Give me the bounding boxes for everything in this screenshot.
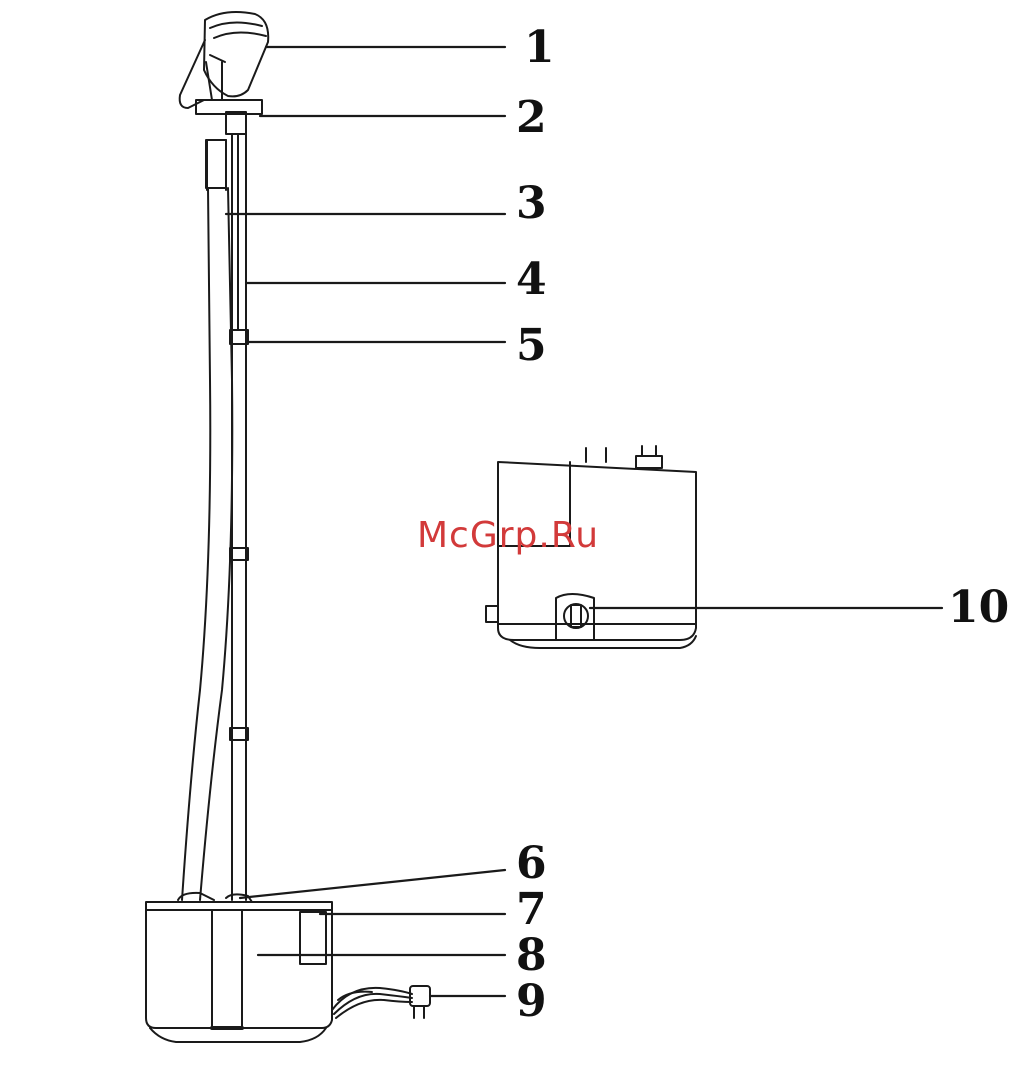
callout-9: 9 <box>516 980 547 1024</box>
steam-hose <box>182 140 232 900</box>
callout-1: 1 <box>524 26 555 70</box>
leader-line <box>240 870 505 898</box>
power-cord <box>332 986 430 1018</box>
telescopic-pole <box>230 134 248 900</box>
callout-10: 10 <box>948 586 1009 630</box>
callout-6: 6 <box>516 842 547 886</box>
watermark: McGrp.Ru <box>417 515 599 556</box>
callout-3: 3 <box>516 182 547 226</box>
callout-5: 5 <box>516 324 547 368</box>
callout-2: 2 <box>516 96 547 140</box>
steam-head <box>180 12 269 108</box>
base-unit <box>146 893 332 1042</box>
callout-8: 8 <box>516 934 547 978</box>
callout-7: 7 <box>516 888 547 932</box>
head-holder <box>196 100 262 134</box>
callout-4: 4 <box>516 258 547 302</box>
